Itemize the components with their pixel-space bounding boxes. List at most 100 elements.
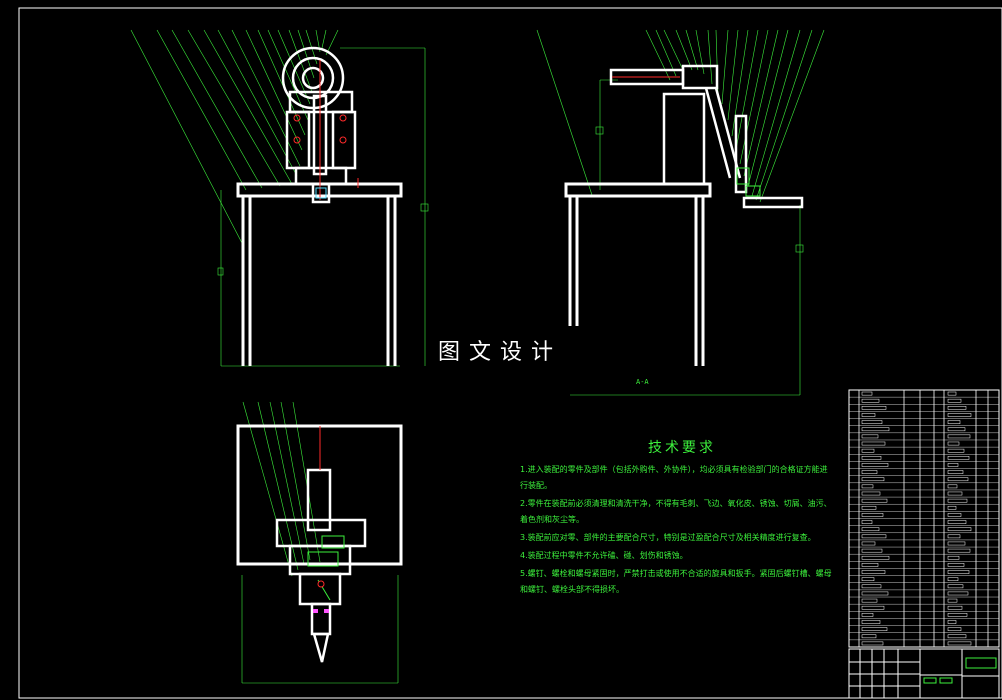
bom-cell-mark — [861, 605, 885, 610]
bom-cell-mark — [947, 563, 965, 567]
bom-cell-mark — [861, 498, 888, 503]
bom-cell-mark — [861, 406, 887, 410]
drawing-border — [18, 7, 1002, 699]
bom-cell-mark — [947, 448, 965, 453]
bom-cell-mark — [861, 634, 877, 639]
side-green-details — [736, 167, 761, 197]
bom-cell-mark — [947, 548, 971, 553]
bom-cell-mark — [861, 577, 875, 581]
section-view-label: A-A — [636, 378, 649, 386]
bom-cell-mark — [861, 484, 874, 489]
bom-cell-mark — [947, 420, 961, 424]
bom-cell-mark — [861, 427, 890, 432]
bom-cell-mark — [861, 448, 875, 453]
bom-cell-mark — [947, 534, 961, 539]
bom-cell-mark — [861, 434, 879, 439]
bom-cell-mark — [861, 420, 883, 424]
bom-cell-mark — [861, 441, 886, 446]
top-red-centerline — [317, 426, 325, 588]
tech-requirements-list: 1.进入装配的零件及部件（包括外购件、外协件），均必须具有检验部门的合格证方能进… — [520, 462, 835, 600]
bom-cell-mark — [947, 434, 971, 439]
bom-cell-mark — [947, 641, 972, 646]
bom-cell-mark — [947, 627, 962, 631]
bom-cell-mark — [947, 391, 957, 396]
bom-cell-mark — [861, 520, 873, 524]
bom-cell-mark — [861, 598, 878, 603]
front-cyan-detail — [315, 187, 327, 199]
bom-cell-mark — [861, 477, 885, 482]
tech-requirement-item: 5.螺钉、螺栓和螺母紧固时，严禁打击或使用不合适的旋具和扳手。紧固后螺钉槽、螺母… — [520, 569, 832, 594]
bom-rows — [849, 391, 999, 646]
bom-cell-mark — [861, 548, 883, 553]
side-view — [536, 29, 825, 396]
bom-cell-mark — [861, 470, 878, 474]
bom-cell-mark — [947, 398, 962, 403]
bom-cell-mark — [861, 463, 889, 467]
top-magenta-detail — [313, 609, 329, 613]
bom-cell-mark — [947, 520, 967, 524]
front-leader-lines — [130, 29, 339, 246]
title-block — [848, 648, 1000, 699]
bom-cell-mark — [947, 513, 962, 517]
bom-cell-mark — [947, 470, 964, 474]
bom-cell-mark — [861, 456, 882, 460]
side-leader-lines — [536, 29, 825, 203]
side-robot-arm — [609, 64, 804, 209]
bom-cell-mark — [947, 620, 957, 624]
watermark-text: 图文设计 — [438, 340, 563, 365]
front-table-frame — [236, 182, 403, 366]
bom-cell-mark — [947, 598, 958, 603]
tech-requirement-item: 4.装配过程中零件不允许磕、碰、划伤和锈蚀。 — [520, 551, 688, 560]
bom-cell-mark — [947, 584, 964, 589]
bom-cell-mark — [861, 627, 888, 631]
bom-cell-mark — [861, 563, 879, 567]
tech-requirements-title: 技术要求 — [648, 440, 716, 456]
bom-cell-mark — [947, 463, 959, 467]
bom-cell-mark — [861, 527, 880, 532]
bom-cell-mark — [947, 491, 963, 496]
bom-cell-mark — [861, 534, 887, 539]
bom-cell-mark — [861, 491, 881, 496]
bom-cell-mark — [861, 591, 889, 596]
bom-cell-mark — [947, 441, 960, 446]
bom-cell-mark — [947, 634, 967, 639]
top-view — [236, 401, 403, 684]
side-table-frame — [564, 182, 712, 366]
bom-cell-mark — [861, 570, 886, 574]
bom-cell-mark — [947, 427, 966, 432]
bom-cell-mark — [947, 406, 967, 410]
bom-cell-mark — [861, 541, 876, 546]
bom-cell-mark — [861, 513, 884, 517]
bom-cell-mark — [947, 456, 970, 460]
tech-requirement-item: 3.装配前应对零、部件的主要配合尺寸，特别是过盈配合尺寸及相关精度进行复查。 — [520, 533, 816, 542]
bom-cell-mark — [861, 555, 890, 560]
bom-cell-mark — [861, 613, 874, 617]
front-robot-arm — [281, 46, 357, 204]
bom-cell-mark — [861, 505, 877, 510]
bom-cell-mark — [947, 591, 969, 596]
bom-cell-mark — [861, 391, 873, 396]
side-dimensions — [570, 79, 804, 396]
bom-cell-mark — [947, 484, 958, 489]
bom-cell-mark — [947, 570, 970, 574]
bom-cell-mark — [861, 398, 880, 403]
bom-cell-mark — [861, 620, 881, 624]
bom-cell-mark — [861, 584, 882, 589]
bom-cell-mark — [947, 555, 960, 560]
front-red-details — [293, 60, 359, 200]
bom-cell-mark — [947, 613, 968, 617]
top-dimensions — [241, 575, 399, 684]
front-view — [130, 29, 429, 367]
top-robot-arm — [275, 468, 367, 663]
bom-cell-mark — [861, 641, 884, 646]
tech-requirement-item: 2.零件在装配前必须清理和清洗干净，不得有毛刺、飞边、氧化皮、锈蚀、切屑、油污、… — [520, 499, 832, 524]
tech-requirement-item: 1.进入装配的零件及部件（包括外购件、外协件），均必须具有检验部门的合格证方能进… — [520, 465, 828, 490]
bom-cell-mark — [947, 541, 966, 546]
bom-cell-mark — [947, 498, 968, 503]
bom-cell-mark — [947, 505, 957, 510]
bill-of-materials-table — [848, 389, 1000, 648]
bom-cell-mark — [947, 527, 972, 532]
bom-cell-mark — [861, 413, 876, 417]
bom-cell-mark — [947, 477, 969, 482]
